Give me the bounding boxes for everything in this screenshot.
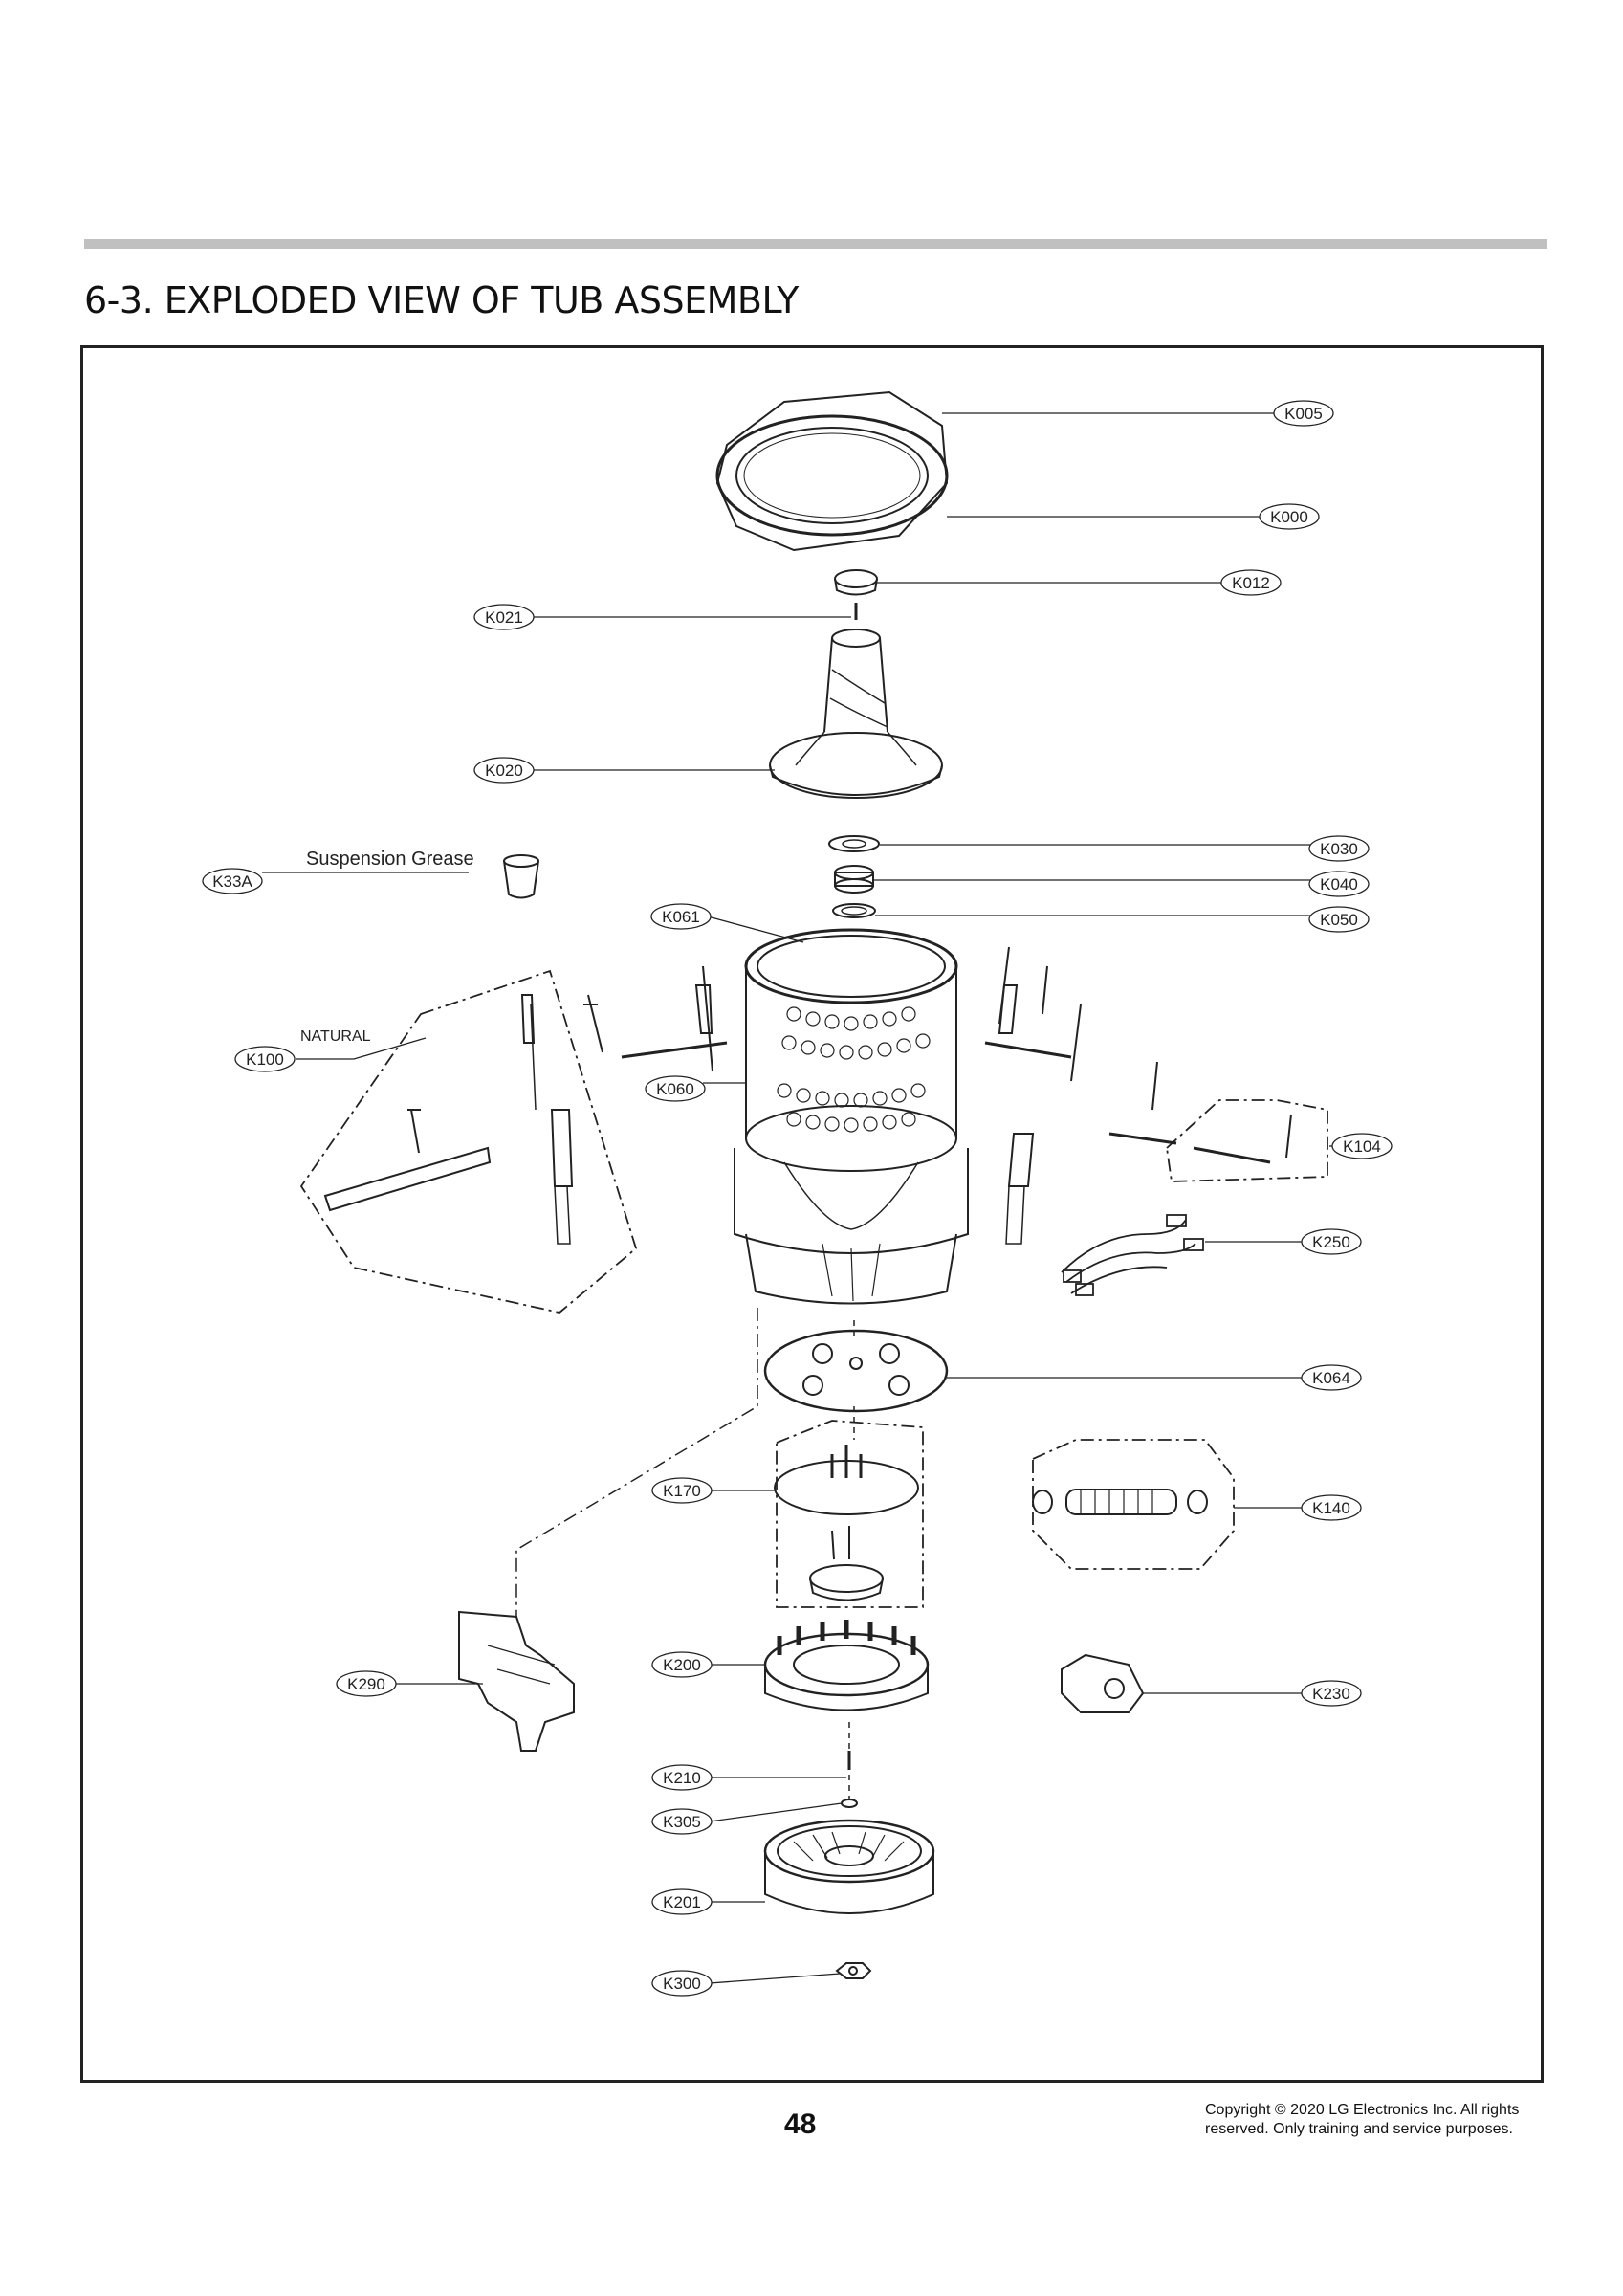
callout-k300: K300 (651, 1970, 713, 1997)
rotor-part (763, 1819, 935, 1914)
callout-k005: K005 (1273, 400, 1334, 427)
callout-k201: K201 (651, 1888, 713, 1915)
pulsator-part (769, 629, 943, 799)
svg-text:K064: K064 (1312, 1369, 1350, 1387)
callout-k104: K104 (1331, 1133, 1393, 1159)
callout-k305: K305 (651, 1808, 713, 1835)
callout-k170: K170 (651, 1477, 713, 1504)
base-plate-part (763, 1329, 949, 1413)
wire-harness-part (1061, 1214, 1204, 1296)
callout-k050: K050 (1308, 906, 1370, 933)
svg-text:K021: K021 (485, 608, 523, 627)
callout-k200: K200 (651, 1651, 713, 1678)
k140-group-boundary (1032, 1439, 1235, 1570)
hall-sensor-part (1061, 1653, 1145, 1713)
svg-text:K140: K140 (1312, 1499, 1350, 1517)
page-number: 48 (784, 2108, 817, 2140)
k170-group-boundary (776, 1420, 924, 1608)
diagram-frame (80, 345, 1544, 2083)
section-title: 6-3. EXPLODED VIEW OF TUB ASSEMBLY (84, 279, 799, 321)
svg-text:K250: K250 (1312, 1233, 1350, 1251)
bracket-part (458, 1610, 575, 1752)
grease-cup-part (503, 854, 539, 899)
svg-text:K230: K230 (1312, 1685, 1350, 1703)
suspension-rods-left (323, 965, 728, 1245)
suspension-grease-note: Suspension Grease (306, 849, 474, 870)
k104-group-boundary (1166, 1099, 1328, 1182)
svg-text:K060: K060 (656, 1080, 694, 1098)
svg-text:K012: K012 (1232, 574, 1270, 592)
callout-k060: K060 (645, 1075, 706, 1102)
svg-text:K33A: K33A (212, 872, 252, 891)
svg-text:K020: K020 (485, 762, 523, 780)
svg-text:K100: K100 (246, 1050, 284, 1069)
callout-k012: K012 (1220, 569, 1282, 596)
spin-basket-part (734, 928, 969, 1305)
stator-part (763, 1620, 930, 1711)
svg-text:K305: K305 (663, 1813, 701, 1831)
svg-text:K005: K005 (1284, 405, 1323, 423)
callout-k020: K020 (473, 757, 535, 784)
callout-k250: K250 (1301, 1228, 1362, 1255)
drain-hose-part (1032, 1489, 1208, 1515)
svg-text:K061: K061 (662, 908, 700, 926)
svg-text:K040: K040 (1320, 875, 1358, 894)
callout-k030: K030 (1308, 835, 1370, 862)
header-rule (84, 239, 1547, 249)
clutch-assembly-part (774, 1445, 919, 1601)
washer-part (841, 1799, 858, 1808)
svg-text:K000: K000 (1270, 508, 1308, 526)
svg-text:K050: K050 (1320, 911, 1358, 929)
k100-group-boundary (299, 969, 638, 1314)
copyright-line-1: Copyright © 2020 LG Electronics Inc. All… (1205, 2102, 1520, 2118)
nut-part (835, 1962, 872, 1979)
callout-k021: K021 (473, 604, 535, 630)
callout-k230: K230 (1301, 1680, 1362, 1707)
svg-text:K300: K300 (663, 1975, 701, 1993)
svg-text:K030: K030 (1320, 840, 1358, 858)
bracket-link-line (515, 1308, 758, 1617)
callout-k33a: K33A (202, 868, 263, 894)
copyright-notice: Copyright © 2020 LG Electronics Inc. All… (1205, 2101, 1607, 2139)
copyright-line-2: reserved. Only training and service purp… (1205, 2121, 1513, 2137)
svg-text:K210: K210 (663, 1769, 701, 1787)
callout-k064: K064 (1301, 1364, 1362, 1391)
callout-k040: K040 (1308, 871, 1370, 897)
svg-text:K201: K201 (663, 1893, 701, 1911)
leader-lines (296, 412, 1339, 1984)
callout-k000: K000 (1259, 503, 1320, 530)
callout-k100: K100 (234, 1046, 296, 1072)
svg-text:K200: K200 (663, 1656, 701, 1674)
suspension-rods-right (984, 946, 1292, 1245)
callout-k140: K140 (1301, 1494, 1362, 1521)
agitator-cap-part (834, 569, 878, 596)
natural-note: NATURAL (300, 1028, 371, 1045)
svg-text:K290: K290 (347, 1675, 385, 1693)
callout-k290: K290 (336, 1670, 397, 1697)
callout-k210: K210 (651, 1764, 713, 1791)
svg-text:K170: K170 (663, 1482, 701, 1500)
seal-stack-part (828, 835, 880, 918)
callout-k061: K061 (650, 903, 712, 930)
svg-text:K104: K104 (1343, 1137, 1381, 1156)
tub-cover-part (715, 390, 949, 552)
